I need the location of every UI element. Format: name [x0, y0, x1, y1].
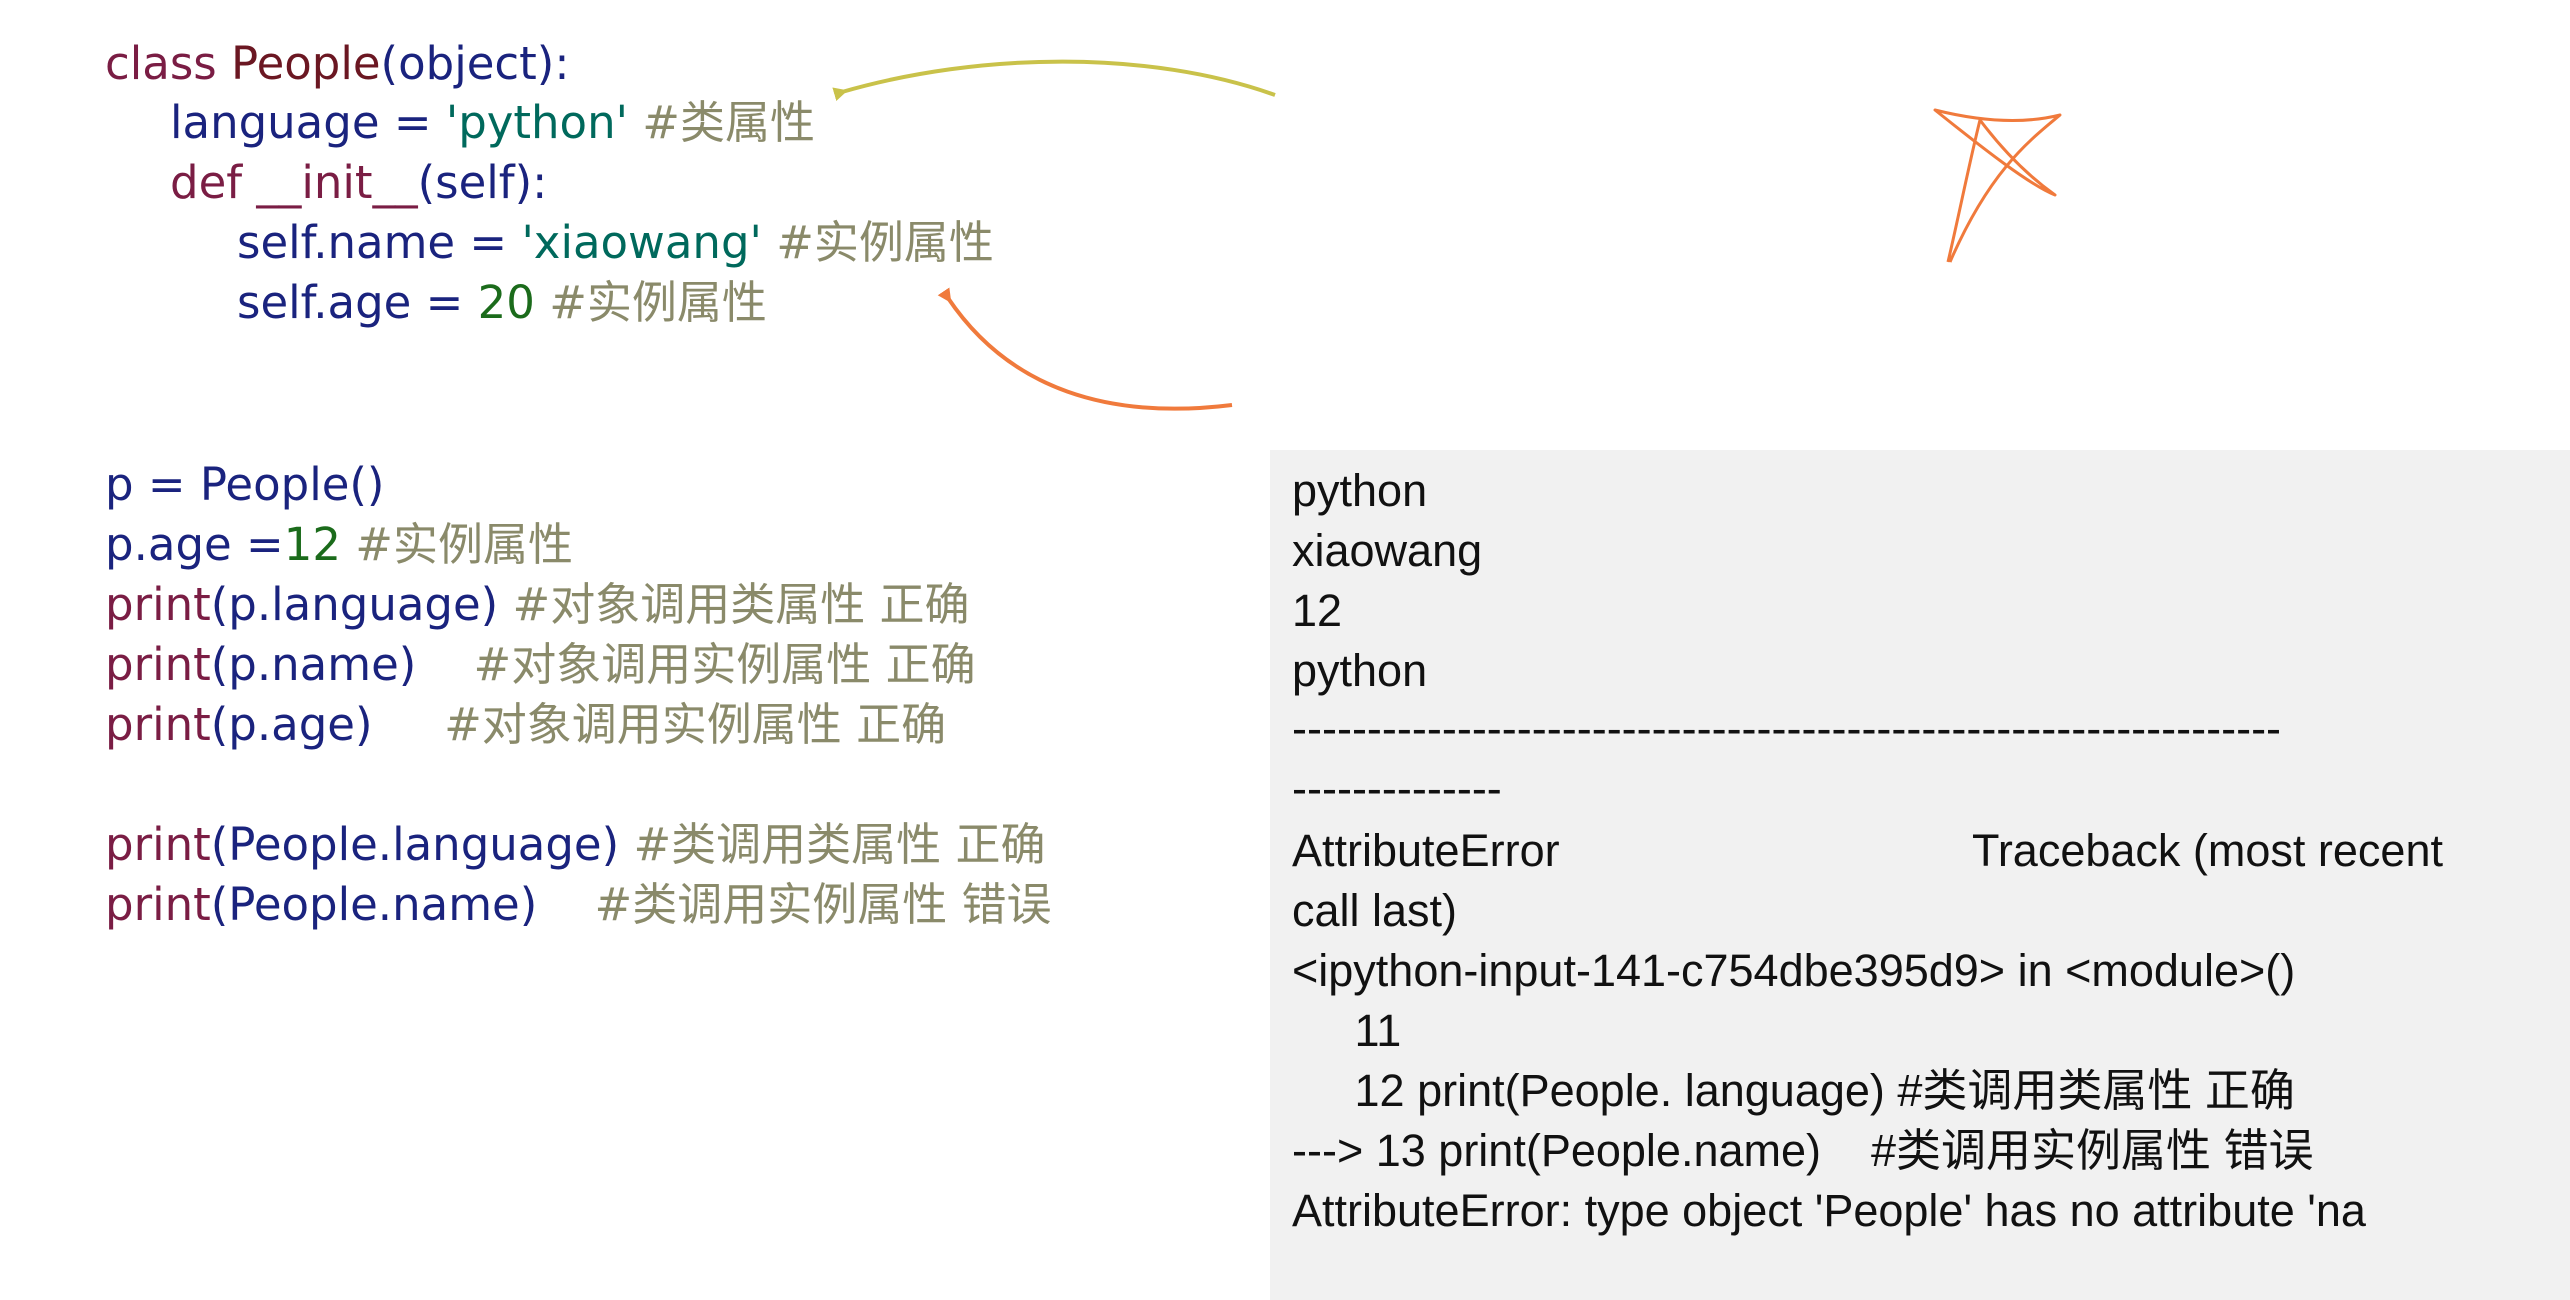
traceback-line-13: ---> 13 print(People.name) #类调用实例属性 错误 — [1292, 1125, 2314, 1176]
print-comment: #对象调用实例属性 正确 — [416, 638, 976, 691]
init-name: __init__ — [242, 156, 418, 209]
print-comment: #对象调用类属性 正确 — [498, 578, 970, 631]
self-age-lhs: self.age = — [237, 276, 478, 329]
code-line-self-age: self.age = 20 #实例属性 — [237, 280, 767, 325]
output-line: xiaowang — [1292, 525, 1483, 576]
error-message: AttributeError: type object 'People' has… — [1292, 1185, 2366, 1236]
code-line-init-def: def __init__(self): — [170, 160, 547, 205]
code-line-print-class-language: print(People.language) #类调用类属性 正确 — [105, 822, 1046, 867]
print-args: (People.name) — [210, 878, 538, 931]
self-name-value: 'xiaowang' — [521, 216, 762, 269]
instantiate-text: p = People() — [105, 458, 385, 511]
class-base: (object): — [380, 37, 570, 90]
traceback-line-11: 11 — [1292, 1005, 1402, 1056]
output-line: python — [1292, 465, 1428, 516]
output-dash-separator: -------------- — [1292, 763, 1502, 814]
print-fn: print — [105, 578, 211, 631]
traceback-call-last: call last) — [1292, 885, 1458, 936]
output-line: python — [1292, 645, 1428, 696]
code-line-print-age: print(p.age) #对象调用实例属性 正确 — [105, 702, 946, 747]
star-doodle-icon — [1933, 108, 2062, 263]
print-comment: #对象调用实例属性 正确 — [372, 698, 947, 751]
class-attr-lhs: language = — [170, 96, 446, 149]
traceback-line-12: 12 print(People. language) #类调用类属性 正确 — [1292, 1065, 2295, 1116]
arrow-to-instance-attribute — [937, 287, 1233, 411]
set-age-lhs: p.age = — [105, 518, 284, 571]
keyword-def: def — [170, 156, 243, 209]
code-line-print-language: print(p.language) #对象调用类属性 正确 — [105, 582, 970, 627]
print-args: (People.language) — [210, 818, 620, 871]
code-line-print-name: print(p.name) #对象调用实例属性 正确 — [105, 642, 976, 687]
print-fn: print — [105, 818, 211, 871]
self-age-comment: #实例属性 — [534, 276, 767, 329]
error-name: AttributeError — [1292, 825, 1560, 876]
set-age-comment: #实例属性 — [340, 518, 573, 571]
output-line: 12 — [1292, 585, 1343, 636]
code-line-class-attr: language = 'python' #类属性 — [170, 100, 815, 145]
traceback-header: Traceback (most recent — [1972, 825, 2443, 876]
keyword-class: class — [105, 37, 217, 90]
code-line-set-age: p.age =12 #实例属性 — [105, 522, 573, 567]
print-comment: #类调用实例属性 错误 — [537, 878, 1052, 931]
set-age-value: 12 — [283, 518, 341, 571]
class-attr-comment: #类属性 — [627, 96, 815, 149]
class-attr-value: 'python' — [445, 96, 628, 149]
class-name: People — [231, 37, 381, 90]
print-fn: print — [105, 698, 211, 751]
self-name-lhs: self.name = — [237, 216, 522, 269]
traceback-input-ref: <ipython-input-141-c754dbe395d9> in <mod… — [1292, 945, 2296, 996]
code-line-class-def: class People(object): — [105, 41, 570, 86]
arrow-to-class-attribute — [832, 59, 1276, 101]
output-dash-separator: ----------------------------------------… — [1292, 703, 2282, 754]
print-fn: print — [105, 878, 211, 931]
output-panel: python xiaowang 12 python --------------… — [1270, 450, 2570, 1300]
self-name-comment: #实例属性 — [761, 216, 994, 269]
init-args: (self): — [417, 156, 548, 209]
print-args: (p.age) — [210, 698, 373, 751]
code-line-print-class-name: print(People.name) #类调用实例属性 错误 — [105, 882, 1052, 927]
print-args: (p.language) — [210, 578, 499, 631]
code-line-self-name: self.name = 'xiaowang' #实例属性 — [237, 220, 994, 265]
print-args: (p.name) — [210, 638, 417, 691]
print-fn: print — [105, 638, 211, 691]
self-age-value: 20 — [477, 276, 535, 329]
code-line-instantiate: p = People() — [105, 462, 385, 507]
print-comment: #类调用类属性 正确 — [619, 818, 1046, 871]
